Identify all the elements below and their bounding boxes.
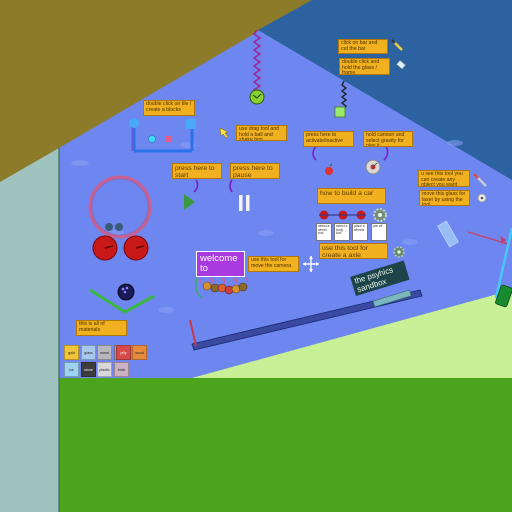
green-floor xyxy=(59,378,512,512)
info-card: place a wheels xyxy=(352,223,368,241)
pause-icon[interactable] xyxy=(239,195,250,211)
curved-arrow xyxy=(312,145,317,161)
material-swatch-glass[interactable]: glass xyxy=(81,345,96,360)
bowling-ball[interactable] xyxy=(117,283,135,301)
material-swatch-gold[interactable]: gold xyxy=(64,345,79,360)
olive-wall xyxy=(0,0,312,182)
ramp-bar[interactable] xyxy=(191,289,423,351)
eraser-icon[interactable] xyxy=(396,60,406,70)
material-label: brick xyxy=(117,368,126,372)
blue-wall xyxy=(258,0,512,180)
light-green-ramp xyxy=(192,290,512,378)
material-swatch-jelly[interactable]: jelly xyxy=(116,345,131,360)
pendulum-ball[interactable] xyxy=(249,89,265,105)
blue-frame[interactable] xyxy=(129,118,196,153)
build-car-note: how to build a car xyxy=(317,188,386,204)
apple-icon[interactable] xyxy=(325,163,333,175)
drag-hand-icon[interactable] xyxy=(219,127,229,139)
material-label: gold xyxy=(68,351,75,355)
material-swatch-brick[interactable]: brick xyxy=(114,362,129,377)
ball-face xyxy=(252,93,262,99)
green-seesaw[interactable] xyxy=(89,288,155,314)
axle-joint[interactable] xyxy=(105,223,113,231)
material-swatch-wood[interactable]: wood xyxy=(132,345,147,360)
start-hint-note: press here to start xyxy=(172,163,222,179)
gear-icon[interactable] xyxy=(373,208,387,222)
material-swatch-ice[interactable]: ice xyxy=(64,362,79,377)
ring-wheel[interactable] xyxy=(88,175,152,239)
hint-note-glass-frame: double click and hold the glass / frame xyxy=(339,58,390,75)
sign-stand xyxy=(372,289,412,308)
hint-note-cut-bar: click on bar and cut the bar xyxy=(338,39,388,54)
material-label: plastic xyxy=(99,368,110,372)
hint-note-materials: this is all of materials xyxy=(76,320,127,336)
material-swatch-stone[interactable]: stone xyxy=(81,362,96,377)
laser-beam xyxy=(467,231,509,245)
knife-icon[interactable] xyxy=(391,39,403,51)
axle-tool-note: use this tool for create a axle xyxy=(319,243,388,259)
rope[interactable] xyxy=(340,80,348,110)
material-label: stone xyxy=(84,368,93,372)
material-label: metal xyxy=(100,351,109,355)
material-label: jelly xyxy=(120,351,127,355)
car-example[interactable] xyxy=(319,210,366,220)
material-swatch-metal[interactable]: metal xyxy=(97,345,112,360)
material-label: glass xyxy=(84,351,93,355)
move-camera-icon[interactable] xyxy=(303,256,319,272)
curved-arrow xyxy=(383,145,389,161)
hint-note-camera: use this tool for move the camera xyxy=(248,256,299,272)
hint-note-see-tool: u see this tool you can create any objec… xyxy=(418,170,470,187)
laser-icon[interactable] xyxy=(495,284,512,308)
hint-note-cannon: hold cannon and select gravity for play … xyxy=(363,131,413,147)
glass-tool-icon[interactable] xyxy=(473,173,487,187)
hint-note-move-glass: move this glass for laser by using the t… xyxy=(419,190,470,206)
curved-arrow xyxy=(193,179,199,193)
material-label: wood xyxy=(135,351,144,355)
info-card: select a body tool xyxy=(334,223,350,241)
red-wheel-right[interactable] xyxy=(123,235,149,261)
sensor-icon[interactable] xyxy=(477,193,487,203)
hint-note-toggle: press here to activate/inactive xyxy=(303,131,354,147)
hint-note-drag-tool: use drag tool and hold a ball and shake … xyxy=(236,125,287,141)
laser-ray xyxy=(494,227,512,299)
axle-joint[interactable] xyxy=(115,223,123,231)
info-card: select a wheel tool xyxy=(316,223,332,241)
hanging-block[interactable] xyxy=(334,106,346,118)
red-stick[interactable] xyxy=(189,319,197,347)
red-wheel-left[interactable] xyxy=(92,235,118,261)
curved-arrow xyxy=(229,179,233,193)
material-swatch-plastic[interactable]: plastic xyxy=(97,362,112,377)
gear-icon[interactable] xyxy=(393,246,405,258)
cannon-icon[interactable] xyxy=(365,159,381,175)
info-card: join all xyxy=(371,223,387,241)
pause-hint-note: press here to pause xyxy=(230,163,280,179)
hint-note-create-blocks: double click on tile / create a blocks xyxy=(143,100,195,116)
ring-inner xyxy=(91,178,149,236)
glass-panel[interactable] xyxy=(437,220,459,248)
play-icon[interactable] xyxy=(184,194,195,210)
material-label: ice xyxy=(69,368,74,372)
laser-arrow xyxy=(500,236,506,244)
spring[interactable] xyxy=(252,29,262,99)
welcome-sign: welcome to xyxy=(196,251,245,277)
